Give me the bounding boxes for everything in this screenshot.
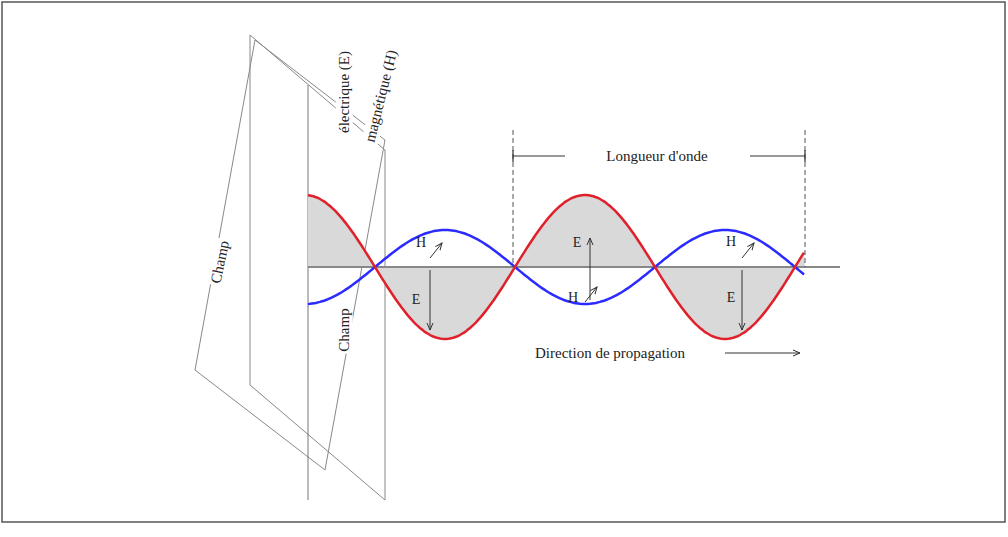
vector-label: E [571,235,584,250]
vector-label: H [566,290,580,305]
field-name: électrique (E) [336,49,353,135]
h-vector [585,287,597,302]
e-vector [590,238,591,300]
field-name: Champ [336,306,353,353]
direction-arrow [725,353,800,354]
h-vector [430,243,442,258]
direction-label: Direction de propagation [533,345,687,362]
vector-label: H [414,235,428,250]
vector-label: H [724,234,738,249]
frame [2,2,1005,522]
electric-wave [308,195,804,339]
propagation-axis [308,266,840,268]
wavelength-mark [805,130,806,267]
vector-label: E [725,290,738,305]
dimension-label: Longueur d'onde [604,148,709,165]
wavelength-mark [513,130,514,267]
field-name: Champ [207,237,233,287]
field-axis [308,85,309,500]
bracket-line [750,155,805,156]
bracket-line [513,155,565,156]
vector-label: E [410,292,423,307]
e-vector [430,270,431,330]
e-vector [742,270,743,330]
field-name: magnétique (H) [361,46,401,146]
h-vector [742,243,754,258]
